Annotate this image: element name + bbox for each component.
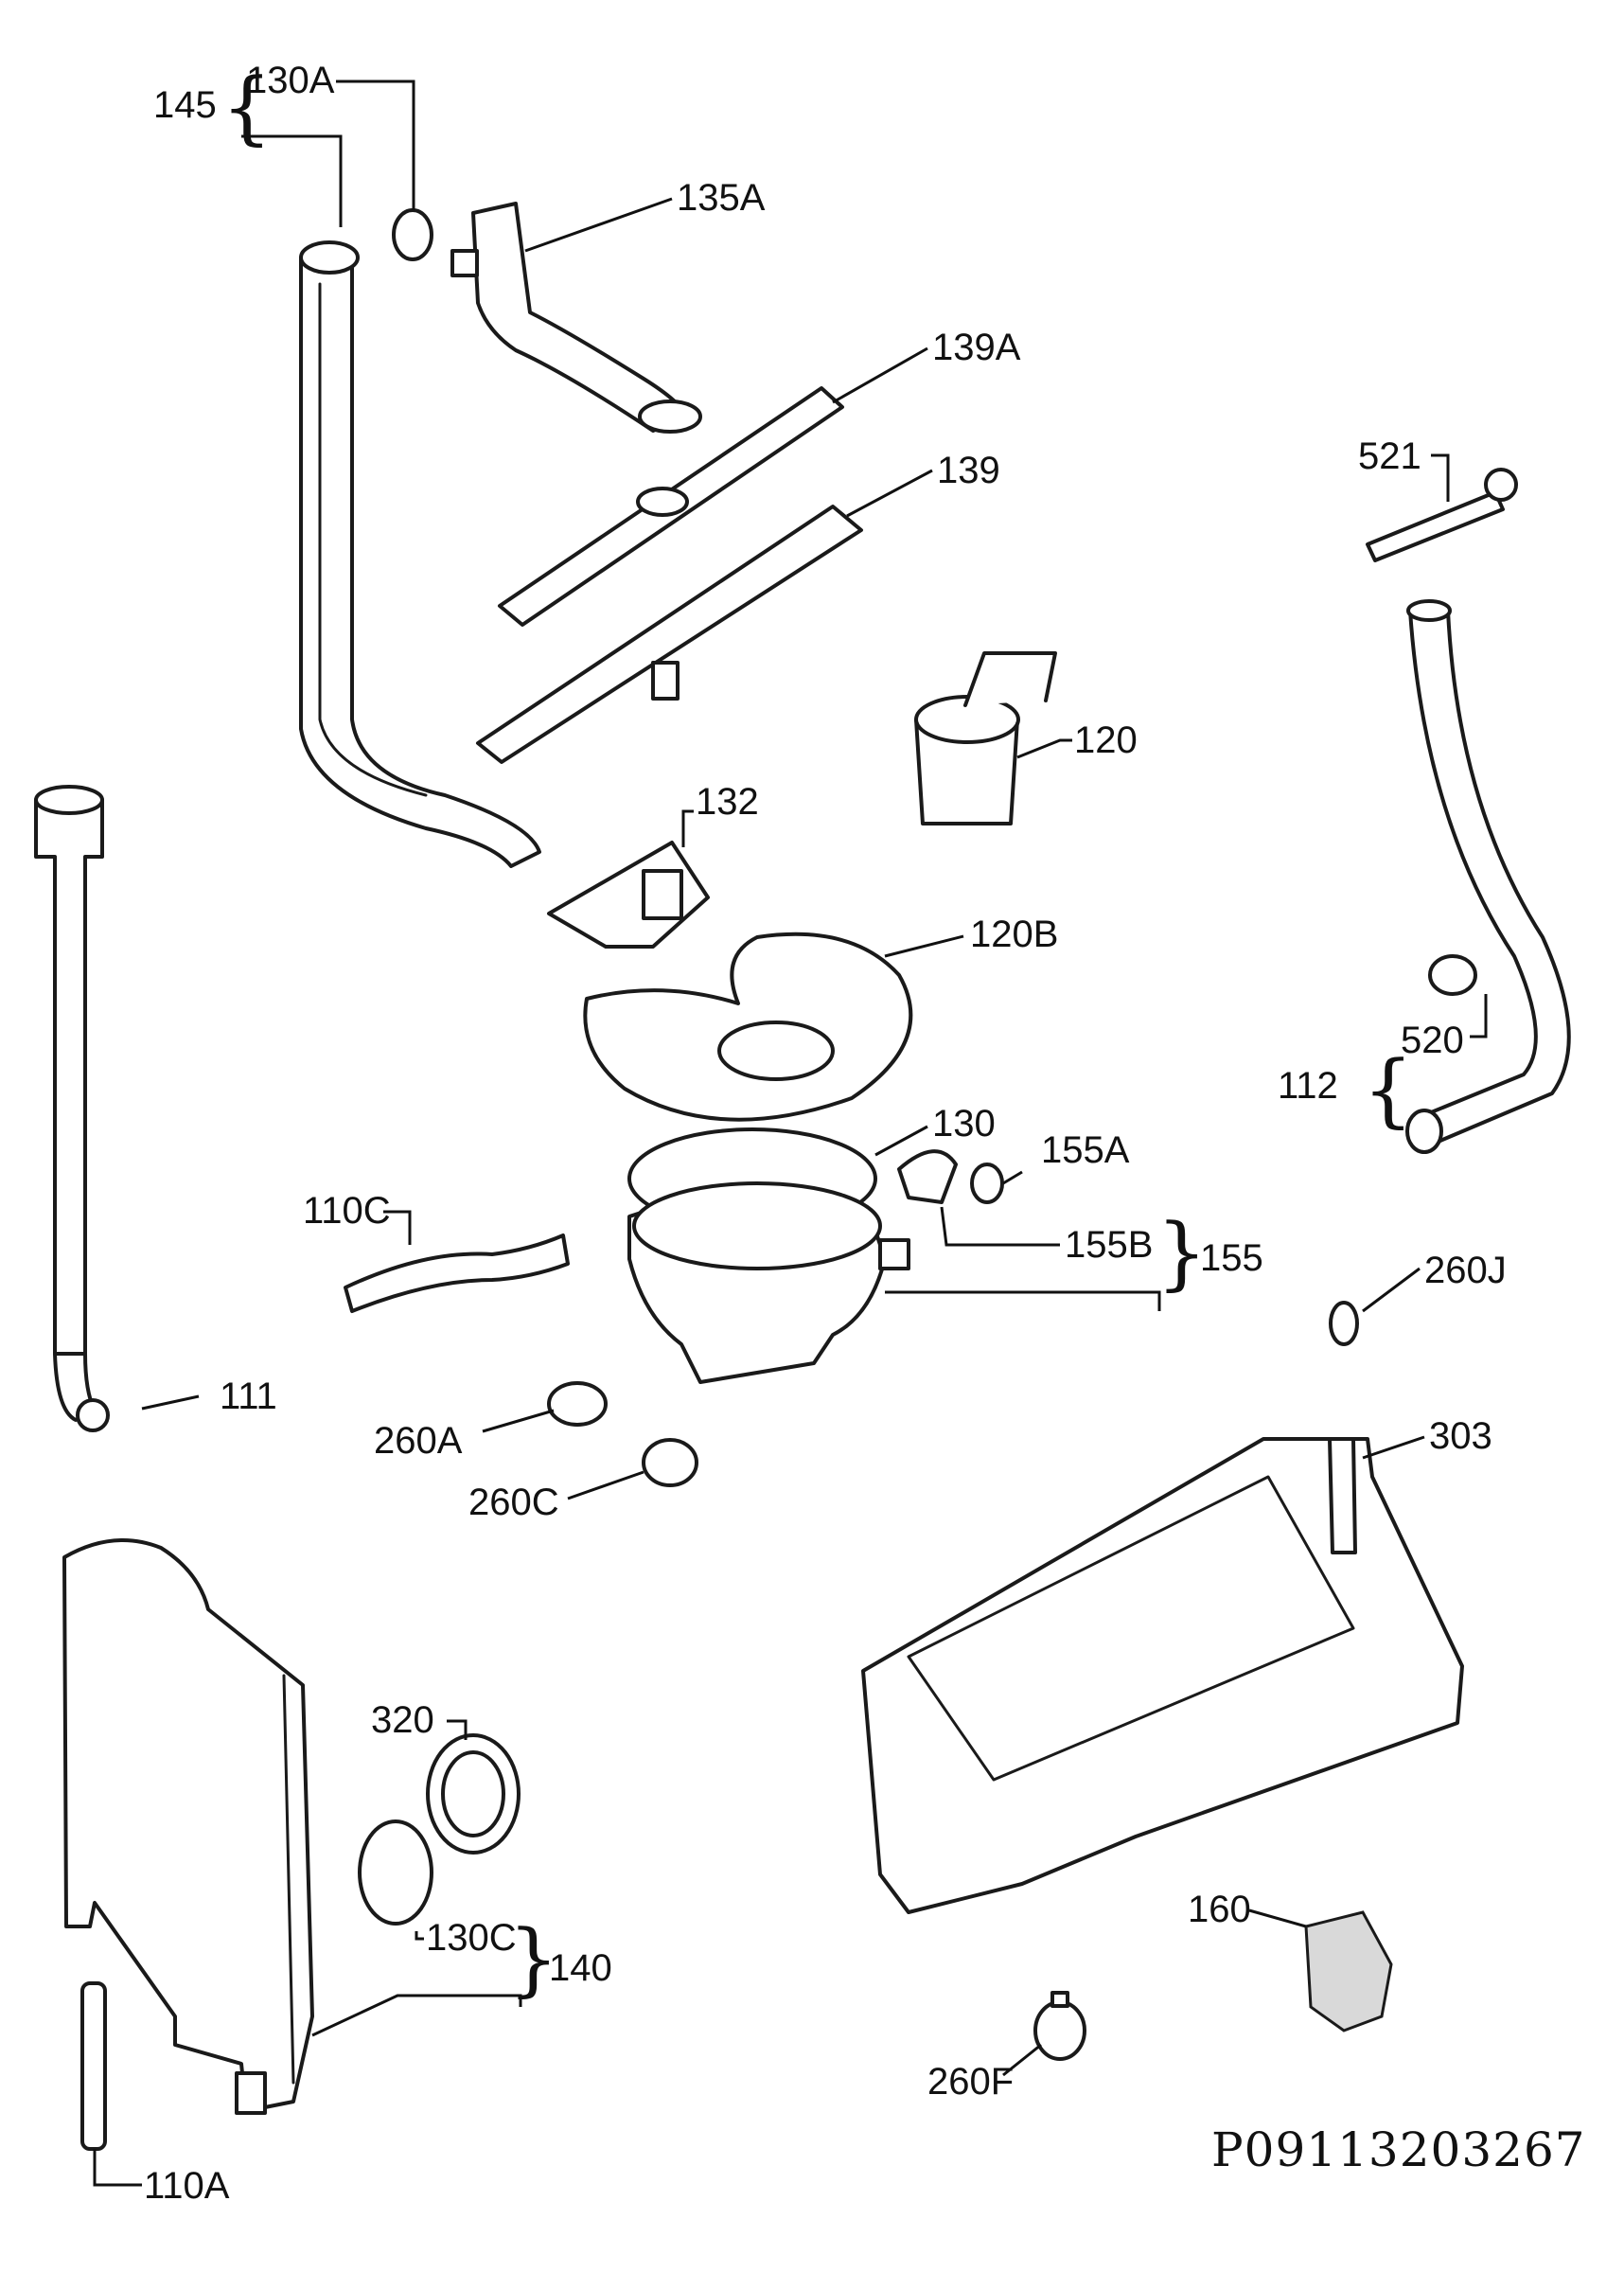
part-521-hose-holder <box>1366 468 1518 562</box>
drawing-id: P09113203267 <box>1211 2122 1586 2177</box>
label-110a: 110A <box>144 2165 230 2207</box>
label-303: 303 <box>1429 1415 1492 1457</box>
label-139a: 139A <box>932 327 1021 368</box>
part-140-air-break <box>62 1538 314 2115</box>
part-139a-upper-spray-arm <box>498 386 844 627</box>
part-155a-nozzle <box>970 1163 1004 1204</box>
label-145: 145 <box>153 84 217 126</box>
brace-155: } <box>1156 1206 1207 1299</box>
part-120-filter <box>914 651 1057 825</box>
label-120b: 120B <box>970 914 1058 955</box>
part-132-sensor-bracket <box>547 841 710 949</box>
label-139: 139 <box>937 450 1000 491</box>
label-135a: 135A <box>677 177 766 219</box>
part-303-base-tray <box>861 1437 1464 1914</box>
part-155-sump-assembly <box>627 1181 910 1384</box>
label-160: 160 <box>1188 1889 1251 1930</box>
part-155b-bracket <box>897 1149 958 1204</box>
label-521: 521 <box>1358 435 1421 477</box>
leader-lines <box>93 80 1488 2187</box>
part-260a-hose-clamp <box>547 1381 608 1427</box>
label-132: 132 <box>696 781 759 823</box>
label-155b: 155B <box>1065 1224 1153 1266</box>
part-130c-gasket <box>358 1819 433 1926</box>
brace-140: } <box>508 1912 558 2005</box>
label-260f: 260F <box>927 2061 1014 2103</box>
label-155a: 155A <box>1041 1129 1130 1171</box>
label-120: 120 <box>1074 719 1138 761</box>
part-260f-hose-clamp <box>1033 1991 1086 2061</box>
part-110a-tube <box>80 1981 107 2151</box>
label-130c: 130C <box>426 1917 517 1959</box>
label-520: 520 <box>1401 1020 1464 1061</box>
label-260a: 260A <box>374 1420 463 1462</box>
brace-145: { <box>221 61 272 153</box>
part-520-hose-clip <box>1428 954 1477 996</box>
label-260j: 260J <box>1424 1250 1507 1291</box>
part-111-inlet-hose <box>34 785 110 1432</box>
part-139-lower-spray-arm <box>476 505 863 764</box>
label-130: 130 <box>932 1103 996 1145</box>
part-112-drain-hose <box>1405 599 1571 1154</box>
label-155: 155 <box>1200 1237 1263 1279</box>
label-130a: 130A <box>246 60 335 101</box>
part-320-seal <box>426 1733 521 1855</box>
part-260j-hose-clamp <box>1329 1301 1359 1346</box>
callout-labels: 145 130A 135A 139A 139 521 120 132 120B … <box>144 60 1507 2207</box>
part-120b-micro-filter <box>583 932 913 1122</box>
label-140: 140 <box>549 1947 612 1989</box>
label-260c: 260C <box>468 1482 559 1523</box>
part-145-spray-pipe <box>299 240 541 868</box>
part-135a-feed-pipe <box>450 202 702 434</box>
label-320: 320 <box>371 1699 434 1741</box>
part-160-heater-block <box>1304 1910 1393 2032</box>
label-111: 111 <box>220 1376 277 1417</box>
part-260c-hose-clamp <box>642 1438 698 1487</box>
label-112: 112 <box>1278 1065 1338 1107</box>
part-130a-o-ring <box>392 208 433 261</box>
label-110c: 110C <box>303 1190 391 1232</box>
part-110c-corrugated-hose <box>344 1234 570 1313</box>
brace-112: { <box>1363 1043 1413 1136</box>
